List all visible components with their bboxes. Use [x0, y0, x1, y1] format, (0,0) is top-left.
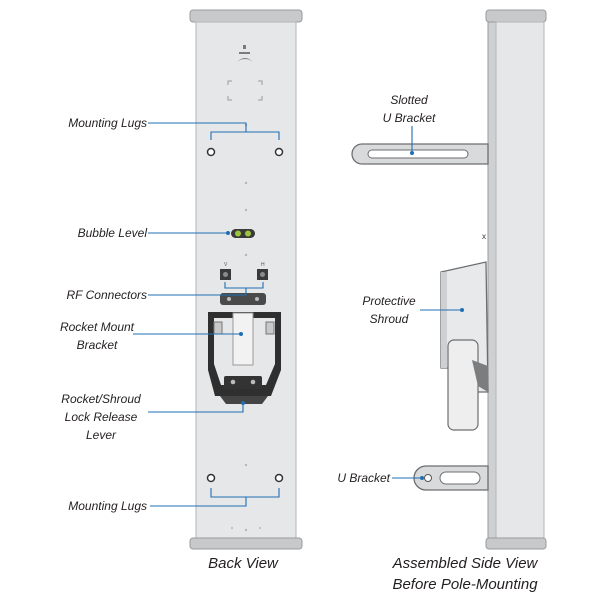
label-slotted-line1: Slotted [390, 93, 428, 107]
caption-side-line2: Before Pole-Mounting [392, 576, 538, 593]
svg-text:x: x [482, 232, 486, 241]
top-end-cap [485, 9, 547, 23]
ubiquiti-logo-icon [237, 45, 253, 62]
back-panel [195, 21, 297, 539]
lock-release-lever [220, 396, 268, 404]
label-protective-line2: Shroud [370, 312, 409, 326]
caption-back-view: Back View [208, 555, 279, 572]
mounting-lug [206, 147, 216, 157]
back-view-antenna: V H [189, 9, 303, 550]
label-rocket-mount-line1: Rocket Mount [60, 320, 135, 334]
mounting-lug [274, 147, 284, 157]
label-protective-line1: Protective [362, 294, 416, 308]
captions: Back View Assembled Side View Before Pol… [208, 555, 538, 593]
callout-labels: Mounting Lugs Bubble Level RF Connectors… [60, 93, 436, 513]
bottom-end-cap [189, 537, 303, 550]
bottom-end-cap [485, 537, 547, 550]
label-slotted-line2: U Bracket [383, 111, 436, 125]
rocket-mount-bracket [208, 293, 281, 404]
svg-text:H: H [261, 262, 265, 268]
label-rocket-mount-line2: Bracket [77, 338, 118, 352]
mounting-lug [206, 473, 216, 483]
top-end-cap [189, 9, 303, 23]
mounting-lug [274, 473, 284, 483]
protective-shroud [440, 261, 489, 431]
alignment-marks [227, 80, 263, 101]
label-rf-connectors: RF Connectors [67, 288, 147, 302]
label-lock-release-line1: Rocket/Shroud [61, 392, 141, 406]
leader-lines [133, 122, 464, 507]
label-mounting-lugs-top: Mounting Lugs [68, 116, 147, 130]
caption-side-line1: Assembled Side View [392, 555, 539, 572]
rf-connectors: V H [220, 262, 268, 280]
slotted-u-bracket [351, 143, 489, 165]
label-bubble-level: Bubble Level [78, 226, 148, 240]
label-lock-release-line3: Lever [86, 428, 117, 442]
svg-text:V: V [224, 262, 228, 268]
side-panel-back [487, 21, 497, 539]
bubble-level [231, 229, 255, 238]
label-u-bracket: U Bracket [337, 471, 390, 485]
side-view-antenna: x [351, 9, 547, 550]
side-panel-face [495, 21, 545, 539]
label-lock-release-line2: Lock Release [65, 410, 138, 424]
u-bracket [413, 465, 489, 491]
label-mounting-lugs-bottom: Mounting Lugs [68, 499, 147, 513]
